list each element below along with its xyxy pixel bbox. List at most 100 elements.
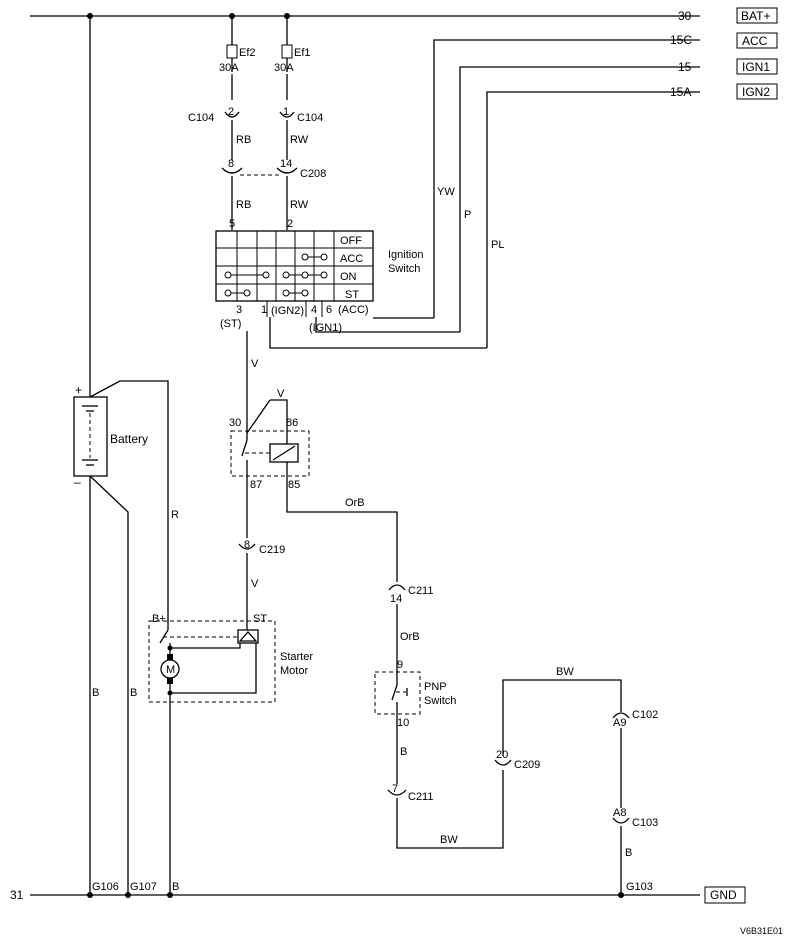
wire-bw-top-label: BW xyxy=(556,666,574,678)
ground-b: B xyxy=(172,881,179,893)
svg-text:14: 14 xyxy=(390,593,402,605)
wire-b-right: B xyxy=(625,847,632,859)
wire-p: P xyxy=(464,209,471,221)
connector-c219: 8 C219 xyxy=(238,539,285,556)
fuse-ef1-rating: 30A xyxy=(274,62,294,74)
svg-text:–: – xyxy=(74,475,81,489)
fuse-ef2-rating: 30A xyxy=(219,62,239,74)
rail-ground: 31 GND xyxy=(10,886,746,904)
wire-bw-top xyxy=(502,679,622,756)
svg-text:9: 9 xyxy=(397,659,403,671)
svg-text:B+: B+ xyxy=(152,613,166,625)
rail-15a-number: 15A xyxy=(670,85,691,99)
svg-text:20: 20 xyxy=(496,749,508,761)
svg-text:M: M xyxy=(166,664,175,676)
svg-text:C211: C211 xyxy=(408,585,433,597)
ground-g106: G106 xyxy=(92,881,119,893)
fuse-ef1: Ef1 30A xyxy=(274,16,311,100)
wire-rw-1: RW xyxy=(290,134,309,146)
ground-g107: G107 xyxy=(130,881,157,893)
wire-pl: PL xyxy=(491,239,504,251)
svg-text:5: 5 xyxy=(229,218,235,230)
wire-b-left-2: B xyxy=(130,687,137,699)
svg-text:ST: ST xyxy=(253,613,267,625)
svg-text:C208: C208 xyxy=(300,168,326,180)
svg-text:6: 6 xyxy=(326,304,332,316)
svg-text:Switch: Switch xyxy=(424,695,456,707)
svg-text:2: 2 xyxy=(287,218,293,230)
fuse-ef2-name: Ef2 xyxy=(239,47,256,59)
wire-battery-ground xyxy=(89,475,129,895)
ground-g103: G103 xyxy=(626,881,653,893)
svg-text:85: 85 xyxy=(288,479,300,491)
connector-c211-top: 14 C211 xyxy=(388,584,433,605)
svg-text:C104: C104 xyxy=(188,112,214,124)
wire-orb-1: OrB xyxy=(345,497,365,509)
ign1-box: IGN1 xyxy=(742,60,770,74)
svg-text:30: 30 xyxy=(229,417,241,429)
connector-c208: 8 14 C208 xyxy=(221,158,326,230)
gnd-box: GND xyxy=(710,888,737,902)
svg-text:A9: A9 xyxy=(613,717,626,729)
battery: + Battery – xyxy=(73,383,148,489)
wire-orb-2: OrB xyxy=(400,631,420,643)
svg-text:1: 1 xyxy=(283,106,289,118)
figure-code: V6B31E01 xyxy=(740,926,783,936)
svg-text:(IGN1): (IGN1) xyxy=(309,322,342,334)
pnp-switch: 9 PNP Switch 10 xyxy=(374,659,456,729)
wire-rw-2: RW xyxy=(290,199,309,211)
svg-text:C103: C103 xyxy=(632,817,658,829)
svg-text:(IGN2): (IGN2) xyxy=(271,305,304,317)
svg-text:(ST): (ST) xyxy=(220,318,241,330)
svg-text:C104: C104 xyxy=(297,112,323,124)
svg-text:C209: C209 xyxy=(514,759,540,771)
bat-plus-box: BAT+ xyxy=(741,9,770,23)
svg-text:3: 3 xyxy=(236,304,242,316)
svg-text:4: 4 xyxy=(311,304,317,316)
wire-bw-bottom-label: BW xyxy=(440,834,458,846)
connector-c104-right: 1 C104 xyxy=(279,106,323,160)
fuse-ef2: Ef2 30A xyxy=(219,16,256,100)
connector-c209: 20 C209 xyxy=(494,749,540,771)
fuse-ef1-name: Ef1 xyxy=(294,47,311,59)
wire-yw: YW xyxy=(437,186,455,198)
wire-v-3: V xyxy=(251,578,259,590)
svg-text:8: 8 xyxy=(228,158,234,170)
starter-relay: 30 86 V 87 85 xyxy=(229,388,310,491)
svg-text:8: 8 xyxy=(244,539,250,551)
connector-c104-left: 2 C104 xyxy=(188,106,240,160)
rail-bat-plus: 30 BAT+ xyxy=(30,7,778,24)
svg-text:86: 86 xyxy=(286,417,298,429)
svg-text:OFF: OFF xyxy=(340,235,362,247)
wire-b-left-1: B xyxy=(92,687,99,699)
ign2-box: IGN2 xyxy=(742,85,770,99)
svg-text:Starter: Starter xyxy=(280,651,313,663)
wire-v-2: V xyxy=(277,388,285,400)
rail-31-number: 31 xyxy=(10,888,24,902)
svg-text:(ACC): (ACC) xyxy=(338,304,369,316)
rail-15c-number: 15C xyxy=(670,33,692,47)
svg-text:+: + xyxy=(75,383,82,397)
svg-text:10: 10 xyxy=(397,717,409,729)
svg-text:7: 7 xyxy=(392,783,398,795)
rail-15: 15 IGN1 xyxy=(459,58,778,332)
connector-c103: A8 C103 xyxy=(612,807,658,829)
rail-15c: 15C ACC xyxy=(433,32,778,318)
wire-bw-bottom xyxy=(396,770,504,849)
svg-text:14: 14 xyxy=(280,158,292,170)
wire-ign2-out xyxy=(269,317,487,349)
acc-box: ACC xyxy=(742,34,768,48)
wire-b-mid: B xyxy=(400,746,407,758)
wire-rb-1: RB xyxy=(236,134,251,146)
svg-text:1: 1 xyxy=(261,304,267,316)
svg-text:Battery: Battery xyxy=(110,432,148,446)
wire-ign1-out xyxy=(315,317,460,333)
rail-15a: 15A IGN2 xyxy=(486,83,778,348)
svg-text:C219: C219 xyxy=(259,544,285,556)
connector-c102: A9 C102 xyxy=(612,709,658,729)
svg-text:C102: C102 xyxy=(632,709,658,721)
connector-c211-bottom: 7 C211 xyxy=(387,783,433,803)
svg-text:A8: A8 xyxy=(613,807,626,819)
rail-15-number: 15 xyxy=(678,60,692,74)
